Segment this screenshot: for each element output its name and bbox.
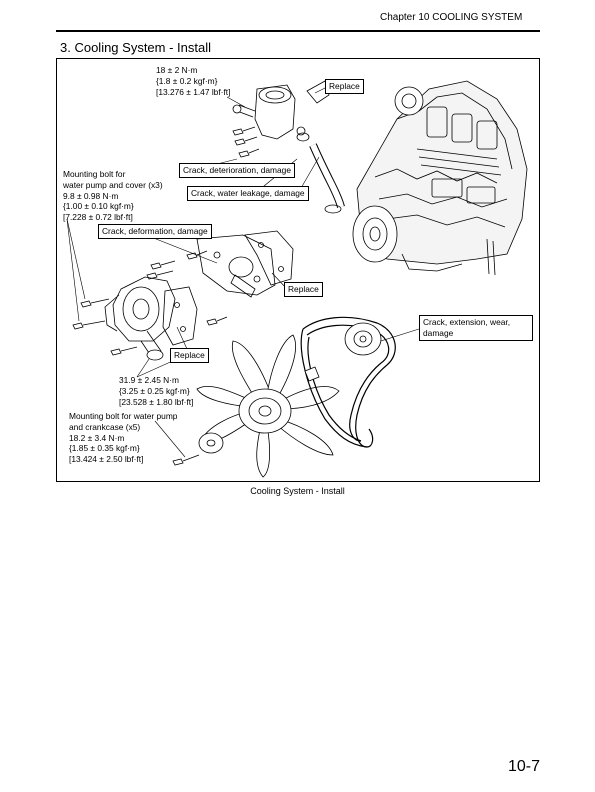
callout-crack-extension-belt: Crack, extension, wear, damage: [419, 315, 533, 341]
section-title: 3. Cooling System - Install: [60, 40, 212, 55]
v-belt: [300, 316, 396, 448]
fan-spacer: [198, 432, 224, 454]
water-pump-illustration: [104, 276, 176, 361]
callout-crack-deformation: Crack, deformation, damage: [98, 224, 212, 239]
callout-replace-pump-gasket: Replace: [170, 348, 209, 363]
crank-pulley: [344, 322, 382, 356]
chapter-header: Chapter 10 COOLING SYSTEM: [380, 12, 523, 23]
exploded-view-drawing: [66, 80, 528, 478]
figure-caption: Cooling System - Install: [250, 486, 345, 496]
hose-clamp: [324, 204, 342, 214]
pump-gasket: [162, 286, 198, 346]
engine-illustration: [352, 80, 528, 276]
cooling-fan-illustration: [196, 334, 340, 478]
torque-pump-cover-bolt: Mounting bolt for water pump and cover (…: [63, 169, 163, 223]
torque-fan-bolt: 31.9 ± 2.45 N·m {3.25 ± 0.25 kgf·m} [23.…: [119, 375, 194, 407]
thermostat-bolts: [232, 126, 260, 158]
torque-thermostat-bolt: 18 ± 2 N·m {1.8 ± 0.2 kgf·m} [13.276 ± 1…: [156, 65, 231, 97]
callout-crack-deterioration: Crack, deterioration, damage: [179, 163, 295, 178]
cooling-system-figure: 18 ± 2 N·m {1.8 ± 0.2 kgf·m} [13.276 ± 1…: [56, 58, 540, 482]
callout-replace-thermostat-gasket: Replace: [325, 79, 364, 94]
header-rule: [56, 30, 540, 32]
cover-bolts: [186, 250, 228, 326]
callout-replace-cover-gasket: Replace: [284, 282, 323, 297]
callout-crack-water-leakage: Crack, water leakage, damage: [187, 186, 309, 201]
belt-clip: [304, 366, 320, 382]
pump-bolts: [72, 260, 176, 356]
page-number: 10-7: [508, 758, 541, 775]
cover-gasket: [244, 230, 294, 286]
water-pump-cover: [196, 234, 276, 298]
torque-pump-crankcase-bolt: Mounting bolt for water pump and crankca…: [69, 411, 178, 465]
thermostat-housing: [232, 80, 330, 140]
